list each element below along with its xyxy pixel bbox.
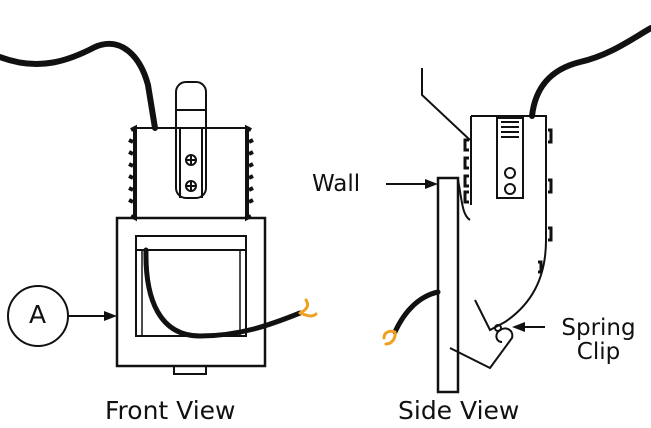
- side-housing: [471, 115, 547, 332]
- spring-clip: [449, 327, 514, 370]
- front-upper-housing: [134, 127, 248, 219]
- side-power-cord: [529, 25, 651, 119]
- spring-clip-label: Spring Clip: [546, 316, 651, 364]
- side-sensor-wire: [392, 289, 441, 335]
- callout-arrowhead: [104, 311, 117, 321]
- front-bracket-strap: [175, 81, 207, 199]
- side-wire-tip: [382, 329, 397, 346]
- wall-label: Wall: [312, 171, 361, 197]
- spring-clip-label-line1: Spring: [561, 315, 636, 341]
- front-view-drawing: [0, 40, 303, 375]
- front-left-knurl: [128, 124, 137, 222]
- spring-clip-arrowhead: [512, 322, 525, 332]
- callout-circle: [7, 285, 69, 347]
- front-sensor-wire: [143, 247, 303, 339]
- side-view-drawing: [386, 25, 651, 394]
- side-bracket: [496, 117, 524, 199]
- side-screw-upper: [504, 167, 516, 179]
- front-screw-upper: [185, 154, 197, 166]
- front-wire-tip: [298, 298, 318, 318]
- front-screw-lower: [185, 180, 197, 192]
- callout-letter: A: [29, 300, 47, 329]
- wall: [436, 176, 460, 394]
- front-view-caption: Front View: [105, 396, 236, 425]
- side-screw-lower: [504, 183, 516, 195]
- spring-clip-label-line2: Clip: [576, 339, 621, 365]
- wall-arrowhead: [425, 179, 438, 189]
- front-bottom-tab: [173, 365, 207, 375]
- front-right-knurl: [245, 124, 254, 222]
- front-outer-frame: [115, 216, 267, 368]
- side-pipe: [421, 68, 471, 141]
- side-view-caption: Side View: [398, 396, 520, 425]
- front-power-cord: [0, 40, 158, 131]
